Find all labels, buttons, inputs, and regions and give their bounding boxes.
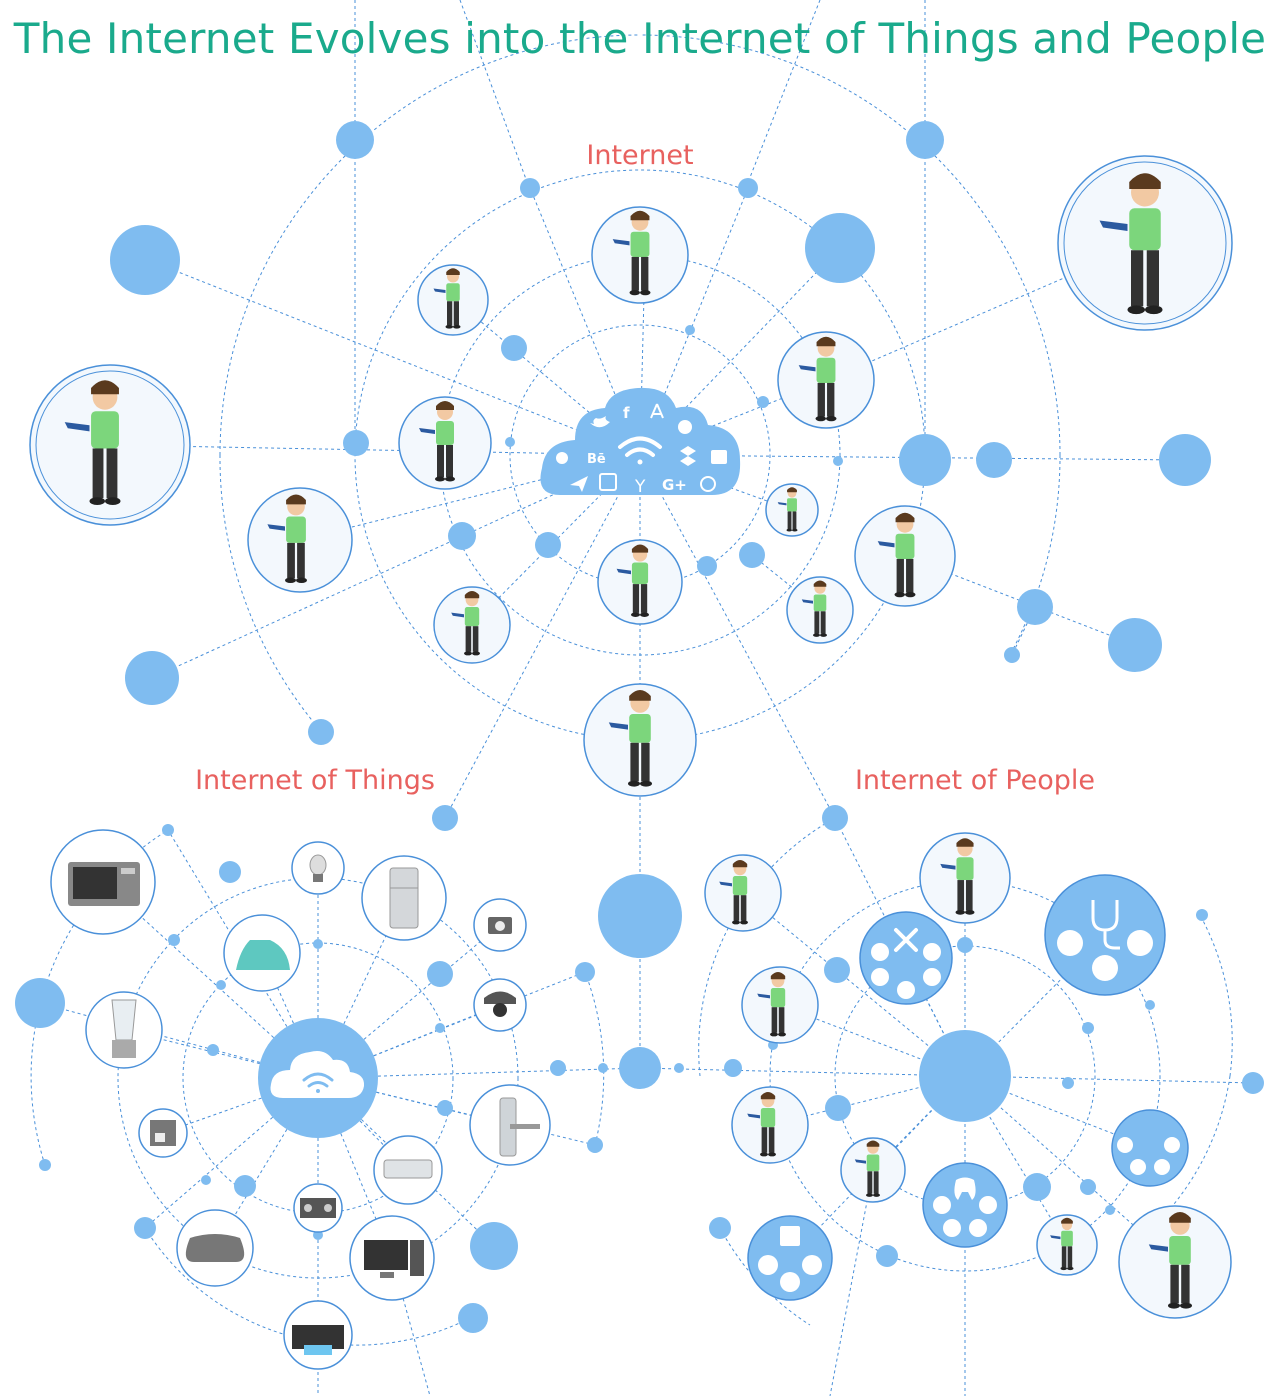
coffee-machine-icon xyxy=(138,1108,188,1158)
air-conditioner-icon xyxy=(373,1135,443,1205)
google-plus-icon: G+ xyxy=(662,476,687,494)
iot-label: Internet of Things xyxy=(195,765,435,796)
telegram-icon xyxy=(570,476,588,492)
avatar-man-green-center xyxy=(597,539,683,625)
stereo-icon xyxy=(293,1183,343,1233)
tools-icon xyxy=(859,911,953,1005)
haircut-icon xyxy=(1111,1109,1189,1187)
iop-avatar-center-small xyxy=(840,1137,906,1203)
wifi-icon xyxy=(302,1072,334,1088)
whatsapp-icon xyxy=(700,476,716,492)
page-title: The Internet Evolves into the Internet o… xyxy=(13,14,1267,63)
dropbox-icon xyxy=(680,446,696,466)
light-bulb-icon xyxy=(291,841,345,895)
dental-icon xyxy=(922,1162,1008,1248)
iron-icon xyxy=(223,914,301,992)
network-nodes xyxy=(15,121,1264,1333)
yahoo-icon: Y xyxy=(634,477,646,497)
stethoscope-icon xyxy=(1044,874,1166,996)
internet-people xyxy=(29,155,1233,797)
security-camera-icon xyxy=(473,978,527,1032)
printer-icon xyxy=(283,1300,353,1370)
iop-avatar-top-center xyxy=(919,832,1011,924)
door-lock-icon xyxy=(469,1084,551,1166)
avatar-top-center xyxy=(591,206,689,304)
laundry-icon xyxy=(747,1215,833,1301)
iop-people xyxy=(704,832,1232,1319)
behance-icon: Bē xyxy=(587,452,606,467)
twitter-icon xyxy=(590,416,610,428)
avatar-woman-red-hair xyxy=(1057,155,1233,331)
skype-icon xyxy=(678,420,692,434)
avatar-top-left-small xyxy=(417,264,489,336)
avatar-woman-red-dress xyxy=(247,487,353,593)
iop-label: Internet of People xyxy=(854,765,1096,796)
internet-cloud: f Bē Y G+ xyxy=(540,387,741,497)
avatar-woman-bottom-center xyxy=(583,683,697,797)
airbnb-icon xyxy=(650,403,664,419)
microwave-icon xyxy=(50,829,156,935)
game-controller-icon xyxy=(176,1209,254,1287)
avatar-small-right xyxy=(765,483,819,537)
camera-icon xyxy=(473,898,527,952)
iop-avatar-left xyxy=(731,1086,809,1164)
iop-avatar-bottom-right xyxy=(1118,1205,1232,1319)
iop-avatar-woman xyxy=(741,966,819,1044)
blender-icon xyxy=(85,991,163,1069)
iop-avatar-top-left xyxy=(704,854,782,932)
avatar-man-red-shirt xyxy=(29,364,191,526)
avatar-man-pink xyxy=(433,586,511,664)
ustream-icon xyxy=(599,473,617,491)
iop-avatar-bottom-small xyxy=(1036,1214,1098,1276)
avatar-woman-afro xyxy=(854,505,956,607)
avatar-woman-orange-hair xyxy=(398,396,492,490)
desktop-computer-icon xyxy=(349,1215,435,1301)
internet-label: Internet xyxy=(586,140,694,171)
youtube-icon xyxy=(711,450,727,464)
chat-icon xyxy=(556,452,568,464)
avatar-small-woman xyxy=(786,576,854,644)
iot-cloud-hub xyxy=(258,1018,378,1138)
avatar-right-man xyxy=(777,331,875,429)
wifi-icon xyxy=(618,436,662,465)
iot-devices xyxy=(50,829,551,1370)
facebook-icon: f xyxy=(623,404,630,422)
social-icons: f Bē Y G+ xyxy=(556,403,727,497)
refrigerator-icon xyxy=(361,855,447,941)
